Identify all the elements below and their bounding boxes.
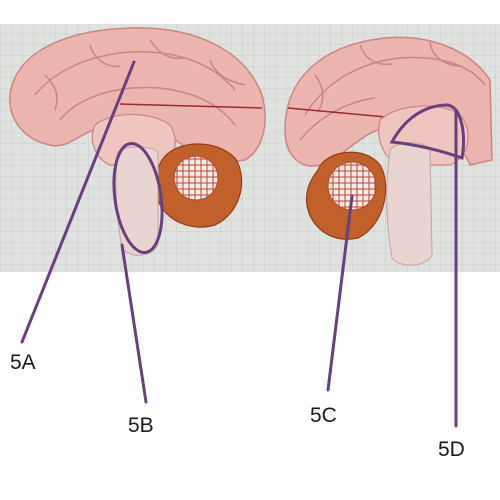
label-5c: 5C [310, 404, 337, 427]
label-5b: 5B [128, 414, 154, 437]
left-brain-half [9, 27, 266, 256]
left-gyri-folds [34, 39, 246, 126]
pointer-5b-line [120, 243, 148, 404]
left-cut-line [119, 103, 263, 109]
label-5a: 5A [10, 351, 36, 374]
pointer-5a-line [20, 60, 136, 344]
pointer-5c-line [326, 194, 354, 392]
label-5d: 5D [438, 438, 465, 461]
pointer-5b-outline [112, 141, 164, 255]
left-arbor-vitae [173, 155, 219, 201]
right-arbor-vitae [327, 161, 377, 211]
pointer-lines [20, 60, 465, 428]
right-brain-half [284, 36, 493, 266]
right-brainstem [386, 141, 433, 266]
pointer-5d-outline [389, 103, 465, 161]
left-cerebrum [9, 27, 266, 166]
